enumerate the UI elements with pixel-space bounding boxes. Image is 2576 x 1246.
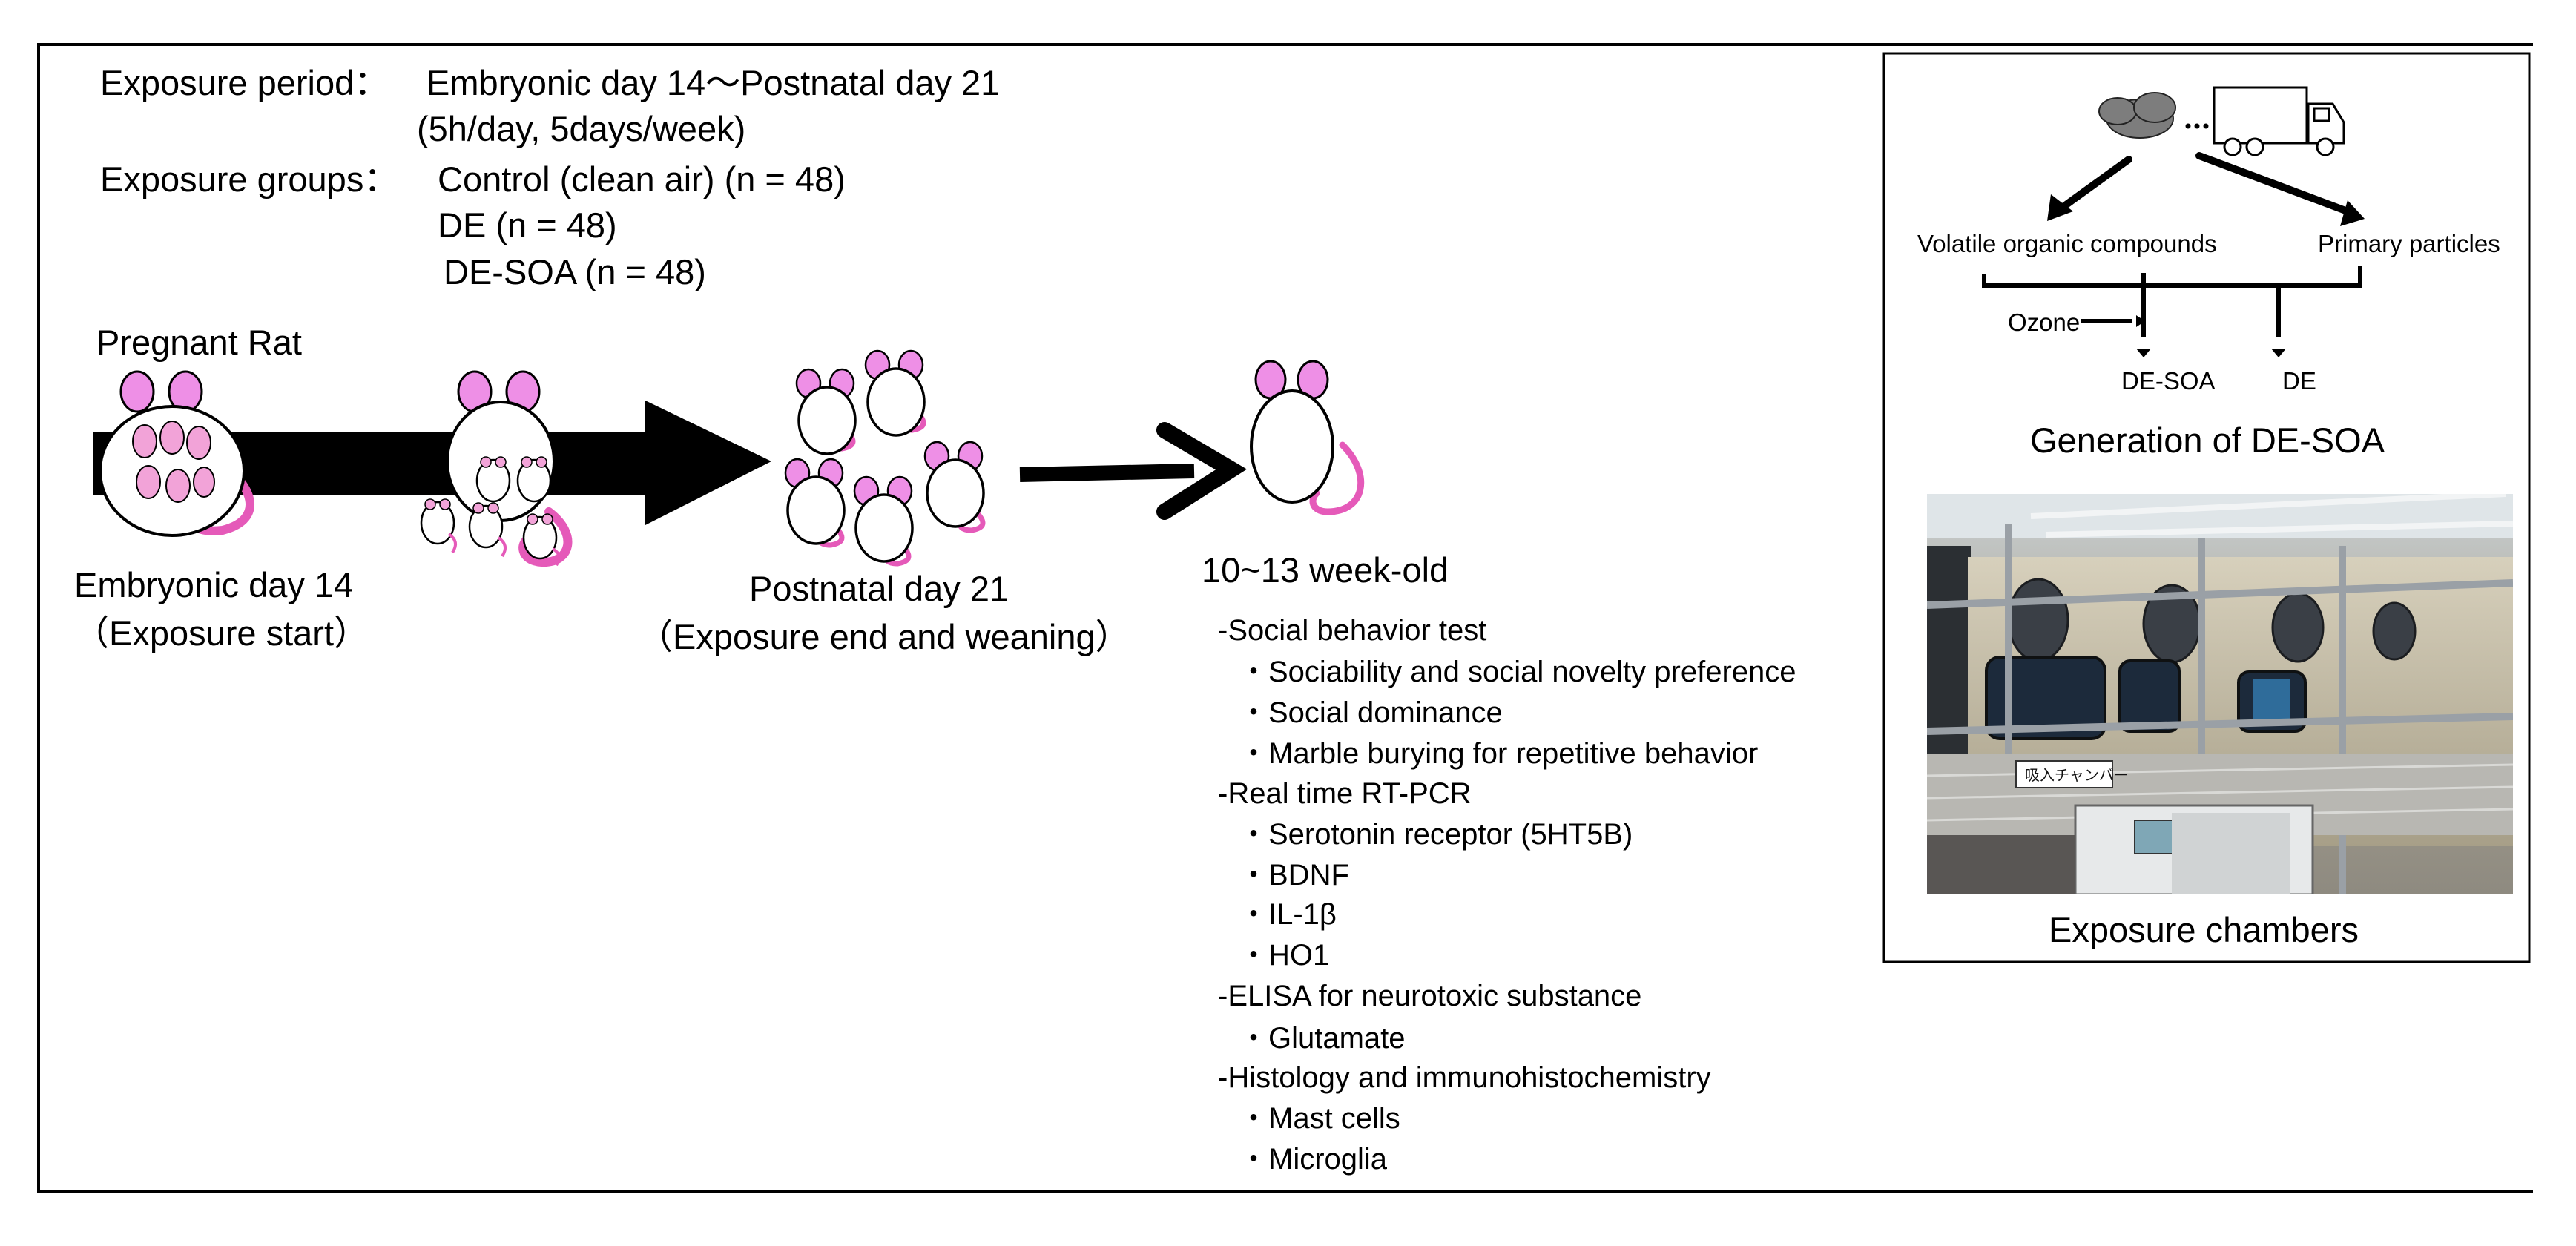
weaning-arrow-head (1156, 422, 1248, 520)
assay-item: ・Microglia (1239, 1143, 1388, 1176)
volatile-label: Volatile organic compounds (1917, 230, 2217, 257)
assay-category-pcr: -Real time RT-PCR (1218, 777, 1472, 810)
de-soa-output-label: DE-SOA (2121, 367, 2216, 395)
exposure-period-value: Embryonic day 14～Postnatal day 21 (426, 63, 1001, 102)
end-day-label: Postnatal day 21 (749, 569, 1009, 608)
assay-item: ・Serotonin receptor (5HT5B) (1239, 818, 1633, 851)
exposure-groups-label: Exposure groups： (100, 159, 399, 199)
exposure-group-control: Control (clean air) (n = 48) (438, 159, 846, 199)
de-output-label: DE (2282, 367, 2316, 395)
assay-item: ・IL-1β (1239, 898, 1337, 931)
assay-item: ・BDNF (1239, 859, 1349, 891)
generation-title: Generation of DE-SOA (2030, 421, 2385, 460)
diesel-truck-icon (2213, 86, 2345, 156)
chambers-title: Exposure chambers (2049, 910, 2359, 949)
start-day-label: Embryonic day 14 (74, 565, 354, 604)
ozone-label: Ozone (2008, 309, 2081, 336)
assay-category-social: -Social behavior test (1218, 614, 1487, 647)
exposure-period-label: Exposure period： (100, 63, 389, 102)
exposure-group-de: DE (n = 48) (438, 205, 617, 245)
exhaust-cloud-icon (2098, 92, 2176, 139)
end-note-label: （Exposure end and weaning） (638, 617, 1130, 656)
assay-item: ・HO1 (1239, 939, 1330, 972)
start-note-label: （Exposure start） (74, 613, 369, 653)
pregnant-rat-label: Pregnant Rat (96, 323, 302, 362)
primary-label: Primary particles (2318, 230, 2500, 257)
assay-item: ・Sociability and social novelty preferen… (1239, 656, 1796, 688)
adult-rat-icon (1250, 360, 1365, 515)
assay-category-elisa: -ELISA for neurotoxic substance (1218, 980, 1642, 1012)
assay-item: ・Mast cells (1239, 1102, 1400, 1135)
assay-item: ・Social dominance (1239, 696, 1503, 729)
exposure-period-schedule: (5h/day, 5days/week) (417, 109, 746, 148)
exposure-arrow (93, 400, 771, 525)
assay-category-histology: -Histology and immunohistochemistry (1218, 1061, 1711, 1094)
exposure-group-de-soa: DE-SOA (n = 48) (444, 252, 706, 291)
assay-item: ・Glutamate (1239, 1022, 1406, 1055)
weaning-arrow-shaft (1019, 464, 1195, 482)
weaned-pups-icon (784, 349, 986, 567)
nursing-rat-icon (420, 370, 573, 567)
adult-age-label: 10~13 week-old (1202, 550, 1449, 590)
chamber-sign: 吸入チャンバー (2025, 766, 2129, 784)
exposure-chambers-photo: 吸入チャンバー (1927, 494, 2513, 894)
assay-item: ・Marble burying for repetitive behavior (1239, 737, 1759, 770)
pregnant-rat-icon (99, 370, 254, 537)
